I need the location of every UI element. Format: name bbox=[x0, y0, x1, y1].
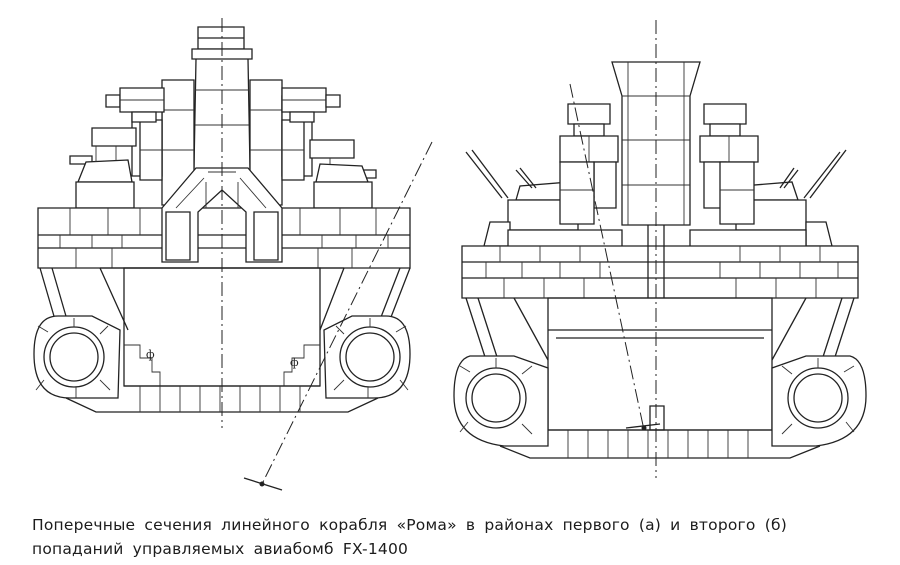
bomb-trajectory-b bbox=[570, 84, 644, 430]
cross-section-a: ф ф bbox=[34, 18, 432, 490]
cross-section-b bbox=[454, 20, 866, 478]
upper-deck-a bbox=[38, 208, 410, 268]
rangefinder-left bbox=[106, 88, 164, 122]
rangefinder-right bbox=[282, 88, 340, 122]
bulge-right-b bbox=[772, 356, 866, 446]
bulge-right-a bbox=[324, 316, 410, 398]
uptake-trunks bbox=[162, 168, 282, 262]
secondary-turret-left bbox=[70, 128, 136, 208]
marker-phi-left: ф bbox=[146, 348, 155, 361]
secondary-turret-right bbox=[310, 140, 376, 208]
bulge-left-b bbox=[454, 356, 548, 446]
caption-line-2: попаданий управляемых авиабомб FX-1400 bbox=[32, 540, 409, 558]
marker-phi-right: ф bbox=[290, 356, 299, 369]
director-right-b bbox=[700, 104, 758, 208]
director-left-b bbox=[560, 104, 618, 208]
figure-caption: Поперечные сечения линейного корабля «Ро… bbox=[32, 513, 892, 561]
ship-cross-sections-drawing: ф ф bbox=[0, 0, 900, 505]
upper-deck-b bbox=[462, 225, 858, 298]
double-bottom-b bbox=[500, 430, 820, 458]
impact-point-b bbox=[641, 425, 647, 431]
bomb-trajectory-a bbox=[262, 142, 432, 484]
bulge-left-a bbox=[34, 316, 120, 398]
caption-line-1: Поперечные сечения линейного корабля «Ро… bbox=[32, 516, 787, 534]
impact-point-a bbox=[259, 481, 265, 487]
